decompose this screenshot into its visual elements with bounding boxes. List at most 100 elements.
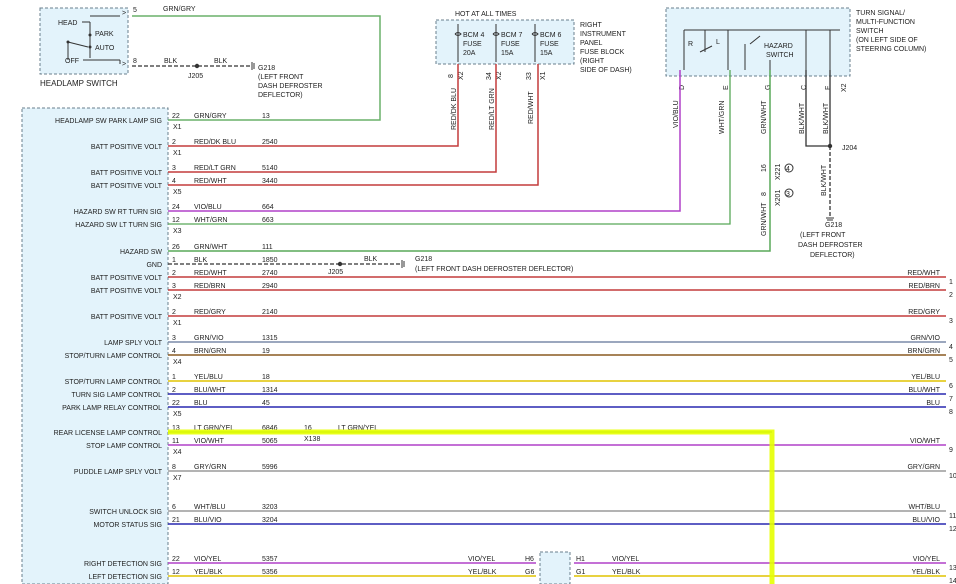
fb-title-2: PANEL — [580, 40, 603, 47]
fuse-bcm6-rating: 15A — [540, 50, 553, 57]
row-label: BATT POSITIVE VOLT — [91, 314, 163, 321]
row-pin: 11 — [172, 438, 179, 445]
hs-ground-desc-2: DEFLECTOR) — [258, 92, 303, 99]
fuse-bcm4-rating: 20A — [463, 50, 476, 57]
row-circuit: 1315 — [262, 335, 278, 342]
row-label: HAZARD SW — [120, 249, 162, 256]
row-right-pin: 5 — [949, 357, 953, 364]
row-right-color: BLU/VIO — [912, 517, 940, 524]
svg-text:>: > — [122, 61, 126, 68]
row-right-pin: 8 — [949, 409, 953, 416]
row-color: WHT/BLU — [194, 504, 226, 511]
row-label: GND — [146, 262, 162, 269]
hs-pin-8: 8 — [133, 58, 137, 65]
fuse-bcm6: BCM 6 FUSE 15A — [531, 24, 562, 62]
ts-inline2-conn: X201 — [775, 190, 782, 206]
row-label: SWITCH UNLOCK SIG — [89, 509, 162, 516]
row-pin: 1 — [172, 257, 176, 264]
fb-title-0: RIGHT — [580, 22, 603, 29]
hs-splice: J205 — [188, 73, 203, 80]
row-right-pin: 13 — [949, 565, 956, 572]
row-color: BLU/WHT — [194, 387, 226, 394]
ts-contact-l: L — [716, 39, 720, 46]
row-circuit: 5357 — [262, 556, 278, 563]
row-right-color: VIO/WHT — [910, 438, 941, 445]
row-mid-color: YEL/BLK — [468, 569, 497, 576]
ts-contact-switch: SWITCH — [766, 52, 794, 59]
row-mid-color: VIO/YEL — [468, 556, 495, 563]
row-label: HAZARD SW LT TURN SIG — [75, 222, 162, 229]
row-circuit: 1314 — [262, 387, 278, 394]
row-label: TURN SIG LAMP CONTROL — [72, 392, 163, 399]
ts-ground-desc-2: DEFLECTOR) — [810, 252, 855, 259]
row-circuit: 5140 — [262, 165, 278, 172]
ts-pin-e: E — [723, 85, 730, 90]
fuse-bcm7-label: FUSE — [501, 41, 520, 48]
fuse-block: HOT AT ALL TIMES RIGHT INSTRUMENT PANEL … — [435, 11, 632, 130]
row-circuit: 2940 — [262, 283, 278, 290]
ts-inline2-circle: 3 — [786, 191, 790, 198]
hs-pos-off: OFF — [65, 58, 79, 65]
ts-inline1-pin: 16 — [761, 164, 768, 172]
row-pin: 1 — [172, 374, 176, 381]
wire-red-wht — [168, 64, 539, 186]
row-pin: 12 — [172, 569, 180, 576]
row-mid-pin-r: G1 — [576, 569, 585, 576]
row-label: STOP/TURN LAMP CONTROL — [65, 379, 162, 386]
row-color: BLU — [194, 400, 208, 407]
row-conn: X2 — [173, 294, 182, 301]
row-inline-color: LT GRN/YEL — [338, 425, 378, 432]
row-circuit: 5996 — [262, 464, 278, 471]
row-color: LT GRN/YEL — [194, 425, 234, 432]
ts-title-2: SWITCH — [856, 28, 884, 35]
row-pin: 8 — [172, 464, 176, 471]
fuse-bcm4-wire: RED/DK BLU — [451, 88, 458, 130]
turn-signal-switch: R L HAZARD SWITCH TURN SIGNAL/ MULTI-FUN… — [665, 7, 926, 259]
row-right-color: VIO/YEL — [913, 556, 940, 563]
fuse-bcm6-label: FUSE — [540, 41, 559, 48]
ts-ground-desc-0: (LEFT FRONT — [800, 232, 846, 239]
row-label: BATT POSITIVE VOLT — [91, 275, 163, 282]
row-color: RED/DK BLU — [194, 139, 236, 146]
hs-ground-desc-0: (LEFT FRONT — [258, 74, 304, 81]
headlamp-switch: HEAD PARK AUTO OFF > > 5 8 GRN/GRY BLK B… — [39, 6, 323, 99]
wire-grn-gry — [132, 15, 381, 121]
detection-connector — [539, 551, 571, 584]
row-pin: 22 — [172, 556, 180, 563]
ts-wire-f: BLK/WHT — [823, 102, 830, 134]
row-label: PUDDLE LAMP SPLY VOLT — [74, 469, 163, 476]
ts-ground: G218 — [825, 222, 842, 229]
row-circuit: 6846 — [262, 425, 278, 432]
row-label: MOTOR STATUS SIG — [94, 522, 162, 529]
row-right-pin: 4 — [949, 344, 953, 351]
row-conn: X1 — [173, 320, 182, 327]
row-inline-conn: X138 — [304, 436, 320, 443]
row-color: RED/GRY — [194, 309, 226, 316]
ts-wire-e: WHT/GRN — [719, 101, 726, 134]
fb-header: HOT AT ALL TIMES — [455, 11, 517, 18]
row-color: RED/WHT — [194, 270, 227, 277]
row-pin: 24 — [172, 204, 180, 211]
row-pin: 22 — [172, 400, 180, 407]
ts-wire-g-lower: GRN/WHT — [761, 202, 768, 236]
row-splice: J205 — [328, 269, 343, 276]
fuse-bcm6-conn: X1 — [540, 71, 547, 80]
row-right-color: GRN/VIO — [910, 335, 940, 342]
row-color: VIO/BLU — [194, 204, 222, 211]
row-circuit: 2740 — [262, 270, 278, 277]
row-pin: 4 — [172, 178, 176, 185]
fuse-bcm6-pin: 33 — [526, 72, 533, 80]
ts-inline1-conn: X221 — [775, 164, 782, 180]
fuse-bcm6-wire: RED/WHT — [528, 91, 535, 124]
ts-conn: X2 — [841, 83, 848, 92]
fb-title-1: INSTRUMENT — [580, 31, 627, 38]
row-label: PARK LAMP RELAY CONTROL — [62, 405, 162, 412]
row-color: RED/LT GRN — [194, 165, 236, 172]
row-circuit: 3203 — [262, 504, 278, 511]
hs-ground: G218 — [258, 65, 275, 72]
row-pin: 21 — [172, 517, 180, 524]
row-conn: X1 — [173, 150, 182, 157]
ts-contact-r: R — [688, 41, 693, 48]
